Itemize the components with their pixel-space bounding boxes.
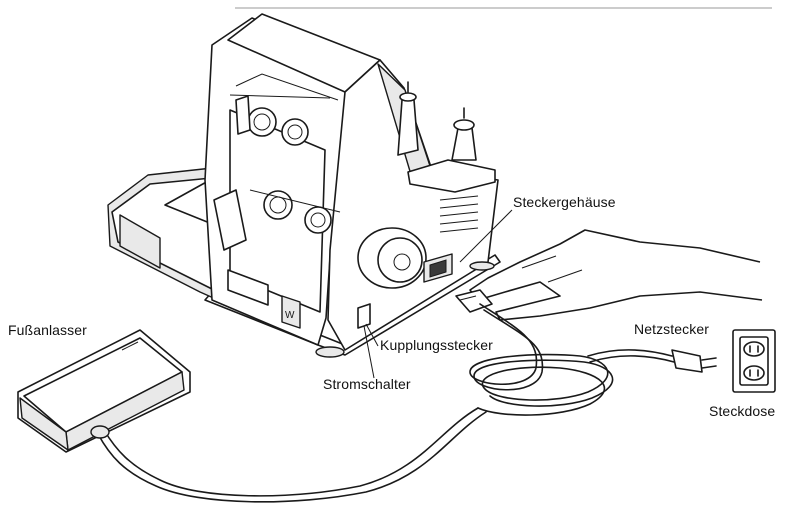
- serger-machine: W: [107, 13, 501, 358]
- label-kupplungsstecker: Kupplungsstecker: [380, 337, 493, 353]
- label-steckergehaeuse: Steckergehäuse: [513, 194, 616, 210]
- mains-plug: [671, 349, 703, 373]
- pointer-lines: [363, 209, 513, 379]
- wall-outlet: [732, 329, 776, 393]
- label-steckdose: Steckdose: [709, 403, 776, 419]
- cables: [97, 303, 717, 503]
- label-netzstecker: Netzstecker: [634, 321, 710, 337]
- foot-pedal: [17, 329, 191, 453]
- svg-text:W: W: [285, 310, 295, 321]
- tension-dials-upper: [229, 73, 339, 146]
- hand-with-plug: [455, 229, 763, 321]
- power-switch: [357, 303, 371, 329]
- side-vents: [439, 195, 479, 233]
- tension-dials-lower: [213, 189, 341, 251]
- label-fussanlasser: Fußanlasser: [8, 322, 87, 338]
- label-stromschalter: Stromschalter: [323, 376, 411, 392]
